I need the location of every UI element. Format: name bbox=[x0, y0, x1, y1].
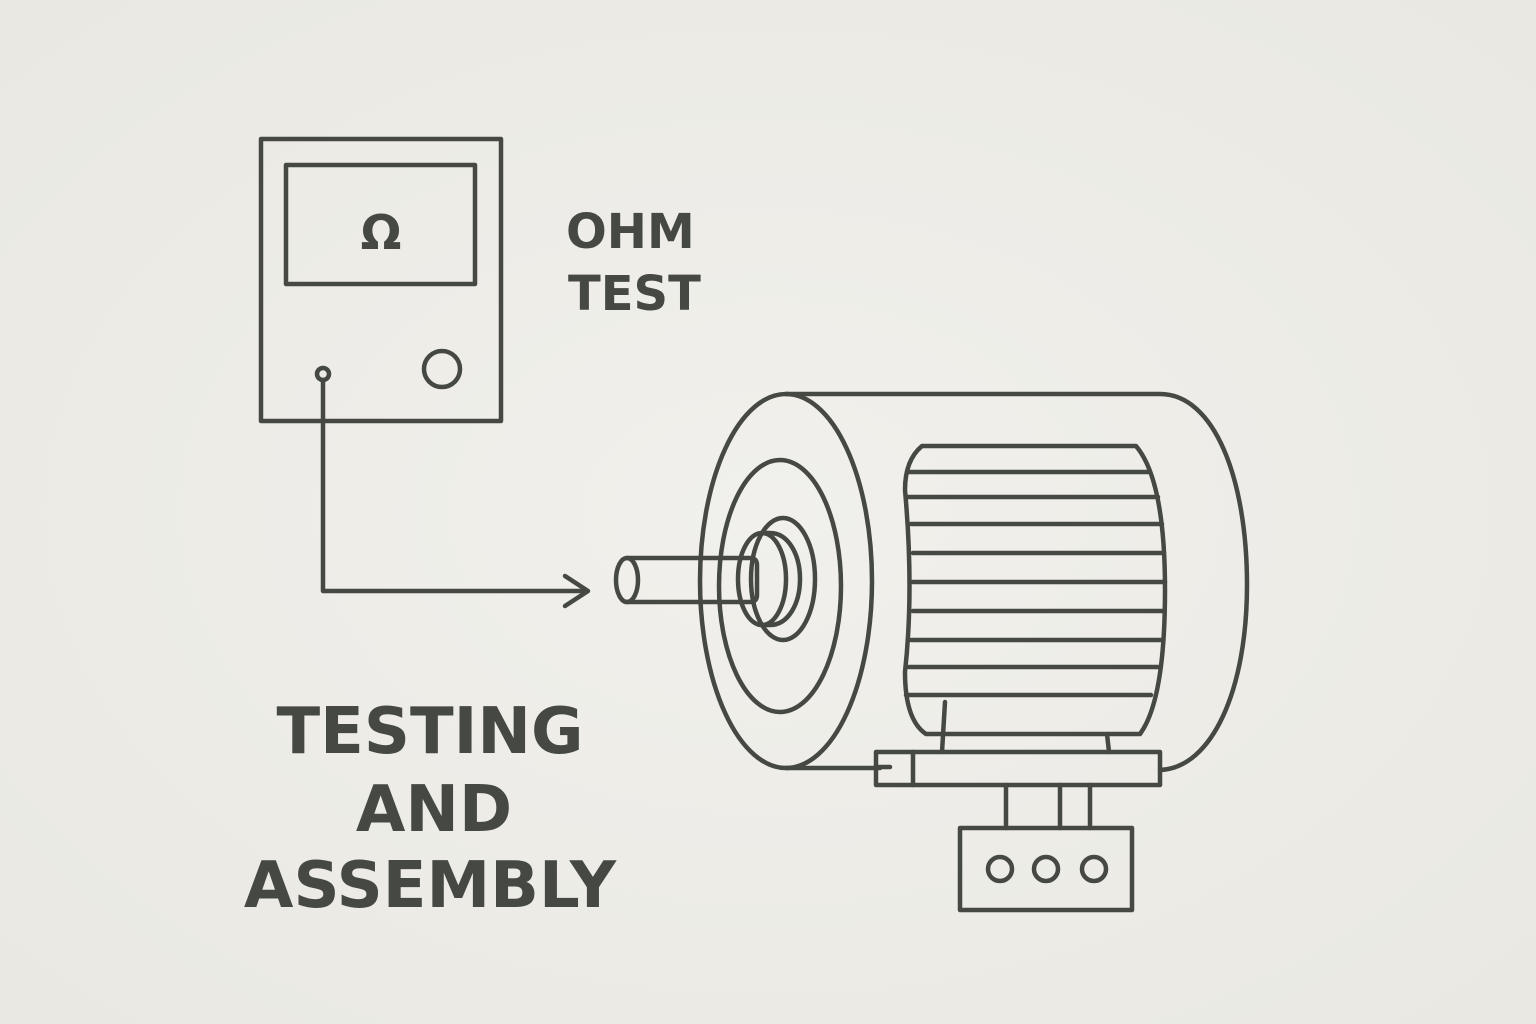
mounting-base bbox=[873, 749, 1163, 788]
arrow-head-icon bbox=[562, 573, 591, 609]
test-lead-arrow bbox=[320, 377, 591, 609]
ohm-label: OHM bbox=[566, 204, 695, 260]
terminal-3 bbox=[1079, 854, 1109, 884]
electric-motor bbox=[613, 391, 1250, 913]
title-line-3: ASSEMBLY bbox=[244, 849, 617, 923]
terminal-box bbox=[957, 825, 1135, 913]
motor-foot-left bbox=[939, 699, 948, 755]
bearing-inner bbox=[759, 530, 803, 628]
title-line-1: TESTING bbox=[276, 695, 583, 769]
meter-body bbox=[258, 136, 504, 424]
terminal-1 bbox=[985, 854, 1015, 884]
meter-knob bbox=[421, 348, 463, 390]
bearing-outer bbox=[748, 515, 818, 643]
terminal-2 bbox=[1031, 854, 1061, 884]
motor-housing bbox=[783, 391, 1250, 773]
test-label: TEST bbox=[568, 266, 701, 322]
meter-display bbox=[283, 162, 478, 287]
motor-foot-right bbox=[1104, 731, 1112, 755]
ohmmeter: Ω bbox=[258, 136, 504, 424]
shaft-end bbox=[613, 555, 641, 605]
end-shield bbox=[697, 391, 875, 771]
title-line-2: AND bbox=[356, 773, 512, 847]
bearing-face bbox=[735, 530, 789, 628]
terminal-leads bbox=[1003, 782, 1093, 831]
cooling-fins bbox=[903, 469, 1168, 698]
cooling-fin-block bbox=[902, 443, 1168, 737]
end-shield-ring bbox=[716, 457, 844, 715]
ohm-symbol-icon: Ω bbox=[361, 205, 402, 261]
motor-shaft bbox=[624, 555, 760, 605]
